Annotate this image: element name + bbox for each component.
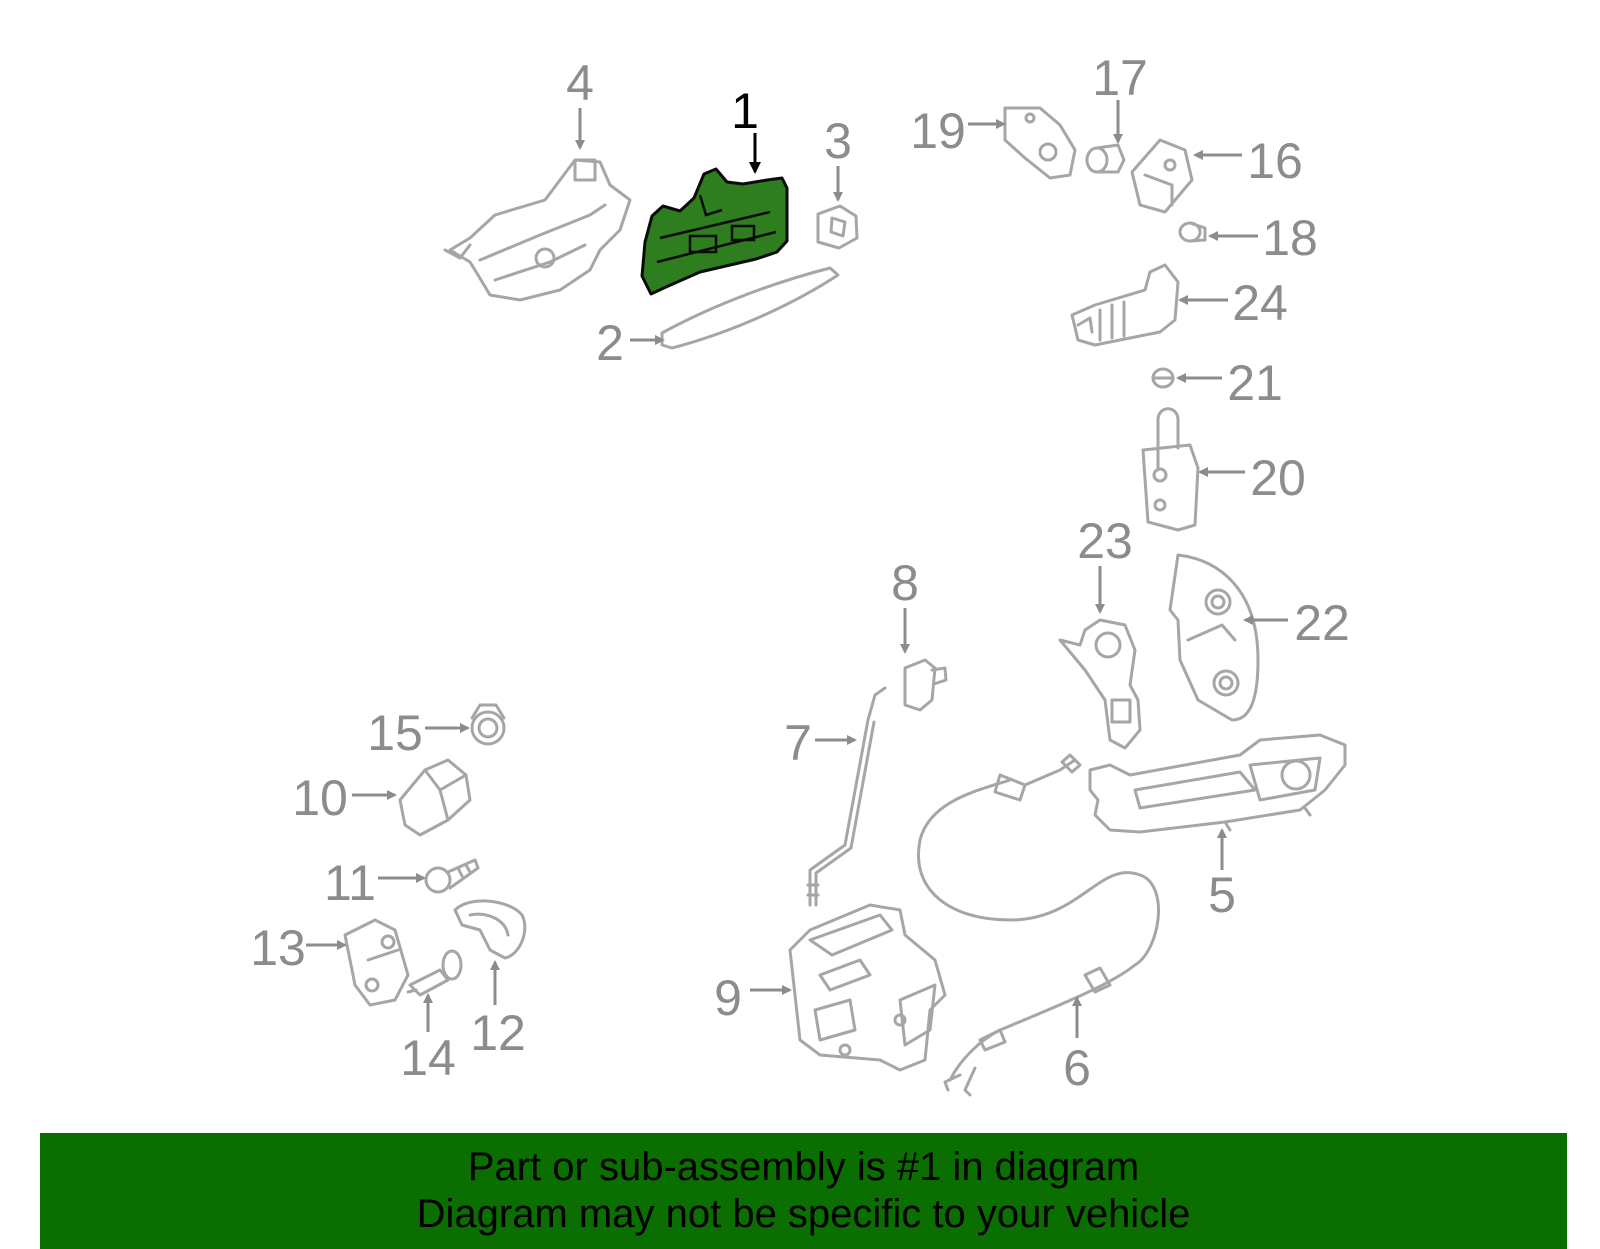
banner-line-2: Diagram may not be specific to your vehi…	[416, 1192, 1191, 1236]
callout-22[interactable]: 22	[1294, 595, 1350, 651]
callout-8[interactable]: 8	[891, 555, 919, 611]
part-12-cover	[453, 899, 527, 960]
part-3-lock-cap	[816, 204, 859, 250]
callout-19[interactable]: 19	[910, 103, 966, 159]
callout-18[interactable]: 18	[1262, 210, 1318, 266]
callout-5[interactable]: 5	[1208, 867, 1236, 923]
part-17-pin	[1085, 143, 1126, 174]
callout-21[interactable]: 21	[1227, 355, 1283, 411]
part-19-plate	[1003, 106, 1077, 180]
callout-3[interactable]: 3	[824, 113, 852, 169]
callout-6[interactable]: 6	[1063, 1040, 1091, 1096]
callout-17[interactable]: 17	[1092, 50, 1148, 106]
callout-7[interactable]: 7	[784, 715, 812, 771]
part-4-handle-bracket	[443, 158, 632, 302]
callout-4[interactable]: 4	[566, 55, 594, 111]
part-7-lock-rod	[806, 686, 887, 907]
callout-9[interactable]: 9	[714, 970, 742, 1026]
part-1-outside-handle	[640, 167, 789, 296]
part-18-plug	[1178, 221, 1207, 243]
banner-line-1: Part or sub-assembly is #1 in diagram	[467, 1145, 1140, 1189]
callout-24[interactable]: 24	[1232, 275, 1288, 331]
part-21-washer	[1151, 367, 1175, 389]
part-6-release-cable	[917, 753, 1160, 1097]
part-11-screw	[424, 858, 480, 894]
part-8-clip	[903, 658, 948, 712]
callout-14[interactable]: 14	[400, 1030, 456, 1086]
callout-20[interactable]: 20	[1250, 450, 1306, 506]
part-10-bumper	[398, 758, 472, 837]
callout-16[interactable]: 16	[1247, 133, 1303, 189]
part-22-latch-plate	[1168, 553, 1260, 722]
callout-2[interactable]: 2	[596, 315, 624, 371]
part-23-cable-bracket	[1058, 618, 1142, 750]
parts-diagram: 1 4 3 2 19 17 16 18 24 21 20 23 22 8 7 5	[250, 50, 1350, 1097]
part-15-grommet	[470, 703, 506, 746]
part-20-striker	[1141, 407, 1200, 532]
part-2-handle-trim	[660, 266, 840, 350]
callout-12[interactable]: 12	[470, 1005, 526, 1061]
callout-10[interactable]: 10	[292, 770, 348, 826]
callout-11[interactable]: 11	[324, 855, 376, 911]
part-16-bracket	[1130, 138, 1194, 214]
callout-23[interactable]: 23	[1077, 513, 1133, 569]
info-banner: Part or sub-assembly is #1 in diagram Di…	[40, 1133, 1567, 1249]
part-5-inside-handle	[1088, 733, 1347, 834]
part-24-check-strap	[1070, 263, 1180, 347]
part-9-lock-actuator	[788, 903, 947, 1072]
callouts: 1 4 3 2 19 17 16 18 24 21 20 23 22 8 7 5	[250, 50, 1350, 1096]
callout-13[interactable]: 13	[250, 920, 306, 976]
callout-1[interactable]: 1	[731, 83, 759, 139]
callout-15[interactable]: 15	[367, 705, 423, 761]
part-13-plate	[343, 918, 410, 1007]
part-14-bolt	[406, 949, 463, 997]
